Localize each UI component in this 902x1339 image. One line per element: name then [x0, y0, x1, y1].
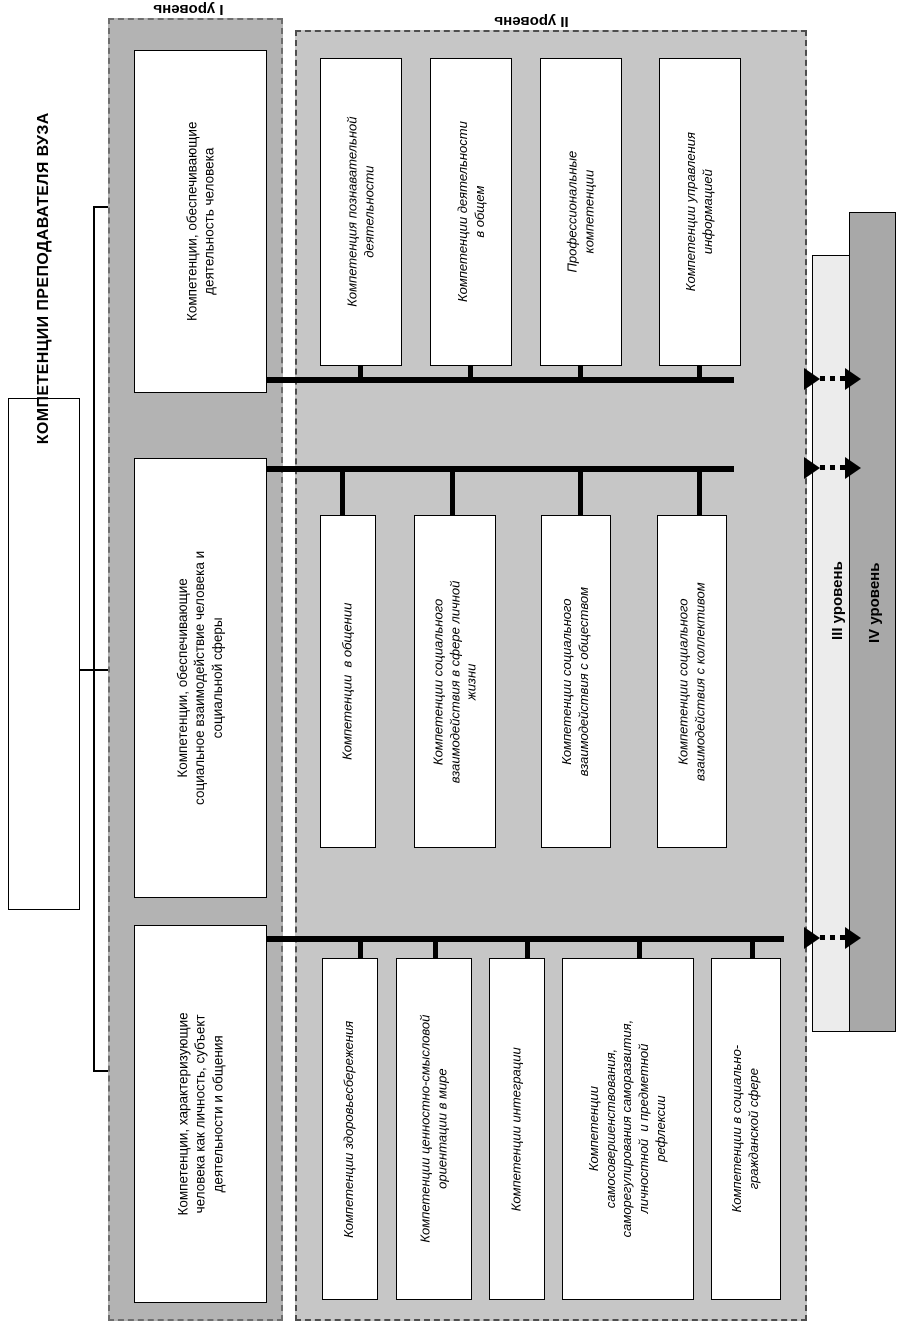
arrow-dots-personality [820, 935, 846, 940]
level1-card-social-label: Компетенции, обеспечивающие социальное в… [175, 550, 226, 806]
bus-group-activity [268, 377, 734, 383]
stub-values [433, 940, 438, 958]
level2-card-values[interactable]: Компетенции ценностно-смысловой ориентац… [396, 958, 472, 1300]
level2-card-communication-label: Компетенции в общении [339, 602, 355, 761]
level2-card-professional-label: Профессиональные компетенции [564, 151, 597, 273]
level2-card-self-dev[interactable]: Компетенции самосовершенствования, самор… [562, 958, 694, 1300]
page-title-text: КОМПЕТЕНЦИИ ПРЕПОДАВАТЕЛЯ ВУЗА [34, 112, 52, 445]
stub-general [468, 366, 473, 380]
level2-card-personal-sphere[interactable]: Компетенции социального взаимодействия в… [414, 515, 496, 848]
bus-group-social [268, 466, 734, 472]
level2-card-self-dev-label: Компетенции самосовершенствования, самор… [586, 1020, 668, 1238]
level2-card-general[interactable]: Компетенции деятельности в общем [430, 58, 512, 366]
level2-card-professional[interactable]: Профессиональные компетенции [540, 58, 622, 366]
arrow-level4-social [845, 457, 861, 479]
level2-card-society[interactable]: Компетенции социального взаимодействия с… [541, 515, 611, 848]
arrow-level3-personality [804, 927, 820, 949]
level-4-band [849, 212, 896, 1032]
stub-information [697, 366, 702, 380]
level-2-label: II уровень [494, 13, 569, 30]
level2-card-values-label: Компетенции ценностно-смысловой ориентац… [417, 1014, 450, 1244]
level2-card-cognitive[interactable]: Компетенция познавательной деятельности [320, 58, 402, 366]
level-4-label: IV уровень [866, 562, 883, 643]
stub-health [358, 940, 363, 958]
stub-collective [697, 470, 702, 516]
arrow-level3-social [804, 457, 820, 479]
arrow-dots-social [820, 465, 846, 470]
level2-card-health-label: Компетенции здоровьесбережения [341, 1020, 357, 1238]
bus-group-personality [268, 936, 784, 942]
stub-professional [578, 366, 583, 380]
stub-integration [525, 940, 530, 958]
arrow-level4-personality [845, 927, 861, 949]
arrow-dots-activity [820, 376, 846, 381]
level1-card-personality[interactable]: Компетенции, характеризующие человека ка… [134, 925, 267, 1303]
level2-card-civil-label: Компетенции в социально- гражданской сфе… [729, 1045, 762, 1213]
bus-stub-social-root [266, 466, 272, 472]
level2-card-collective-label: Компетенции социального взаимодействия с… [675, 582, 707, 781]
level2-card-cognitive-label: Компетенция познавательной деятельности [344, 116, 376, 308]
level2-card-information[interactable]: Компетенции управления информацией [659, 58, 741, 366]
level-1-label: I уровень [153, 1, 224, 18]
bus-stub-personality-root [266, 936, 272, 942]
level2-card-personal-sphere-label: Компетенции социального взаимодействия в… [430, 580, 479, 783]
arrow-level4-activity [845, 368, 861, 390]
page-title: КОМПЕТЕНЦИИ ПРЕПОДАВАТЕЛЯ ВУЗА [8, 112, 80, 910]
level2-card-health[interactable]: Компетенции здоровьесбережения [322, 958, 378, 1300]
stub-personal-sphere [450, 470, 455, 516]
level1-card-personality-label: Компетенции, характеризующие человека ка… [175, 1012, 226, 1216]
level2-card-society-label: Компетенции социального взаимодействия с… [559, 586, 592, 777]
stub-communication [340, 470, 345, 516]
level2-card-civil[interactable]: Компетенции в социально- гражданской сфе… [711, 958, 781, 1300]
level2-card-information-label: Компетенции управления информацией [683, 132, 715, 292]
level-3-label: III уровень [829, 561, 846, 640]
level2-card-integration-label: Компетенции интеграции [508, 1047, 524, 1211]
level2-card-collective[interactable]: Компетенции социального взаимодействия с… [657, 515, 727, 848]
level1-card-social[interactable]: Компетенции, обеспечивающие социальное в… [134, 458, 267, 898]
stub-self-dev [637, 940, 642, 958]
stub-civil [750, 940, 755, 958]
bracket-spine [93, 206, 95, 1072]
arrow-level3-activity [804, 368, 820, 390]
level1-card-activity-label: Компетенции, обеспечивающие деятельность… [184, 121, 217, 322]
level2-card-integration[interactable]: Компетенции интеграции [489, 958, 545, 1300]
level2-card-communication[interactable]: Компетенции в общении [320, 515, 376, 848]
level2-card-general-label: Компетенции деятельности в общем [454, 121, 487, 303]
bus-stub-activity-root [266, 377, 272, 383]
stub-cognitive [358, 366, 363, 380]
level1-card-activity[interactable]: Компетенции, обеспечивающие деятельность… [134, 50, 267, 393]
stub-society [578, 470, 583, 516]
